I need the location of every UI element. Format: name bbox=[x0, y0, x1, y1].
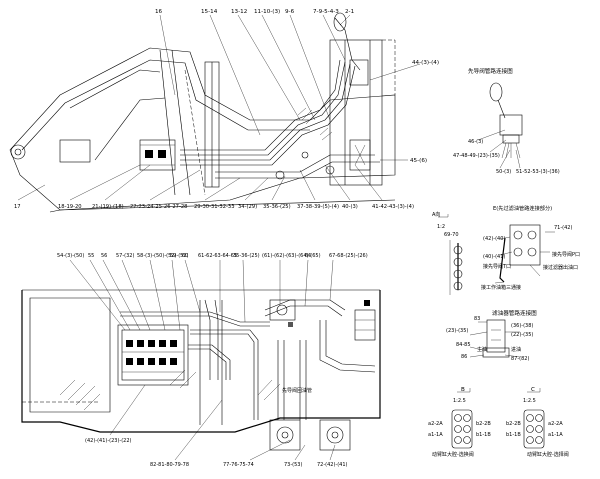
callout: 35-36-(25) bbox=[263, 204, 291, 210]
view-b-caption: 动臂缸大腔-选换阀 bbox=[432, 451, 474, 458]
view-c-right: a1-1A bbox=[548, 432, 563, 438]
view-c-scale: 1:2.5 bbox=[523, 398, 536, 404]
e-label: 接先导阀P口 bbox=[552, 251, 580, 258]
view-c-title: C bbox=[531, 387, 535, 393]
view-a: A向 1:2 69-70 bbox=[432, 211, 463, 295]
view-c: C 1:2.5 b2-2B b1-1B a2-2A a1-1A 动臂缸大腔-选择… bbox=[506, 387, 569, 458]
callout: 15-14 bbox=[201, 9, 218, 15]
view-c-left: b1-1B bbox=[506, 432, 521, 438]
callout: 34-(29) bbox=[238, 204, 257, 210]
callout: 82-81-80-79-78 bbox=[150, 462, 189, 468]
view-b-left: a1-1A bbox=[428, 432, 443, 438]
callout: 18-19-20 bbox=[58, 204, 82, 210]
callout: 21-(19)-(18) bbox=[92, 204, 124, 210]
top-bottom-callouts: 17 18-19-20 21-(19)-(18) 22-23-24-25-26-… bbox=[14, 204, 414, 210]
filter-label: 86 bbox=[461, 354, 467, 360]
callout: 60 bbox=[182, 253, 188, 259]
e-label: 接先导阀T口 bbox=[483, 263, 511, 270]
filter-label: 进油 bbox=[511, 346, 521, 353]
filter-label: 84-85 bbox=[456, 342, 471, 348]
top-assembly bbox=[9, 12, 396, 213]
pilot-valve-detail: 先导阀管路连接图 46-(3) 47-48-49-(23)-(35) 50-(3… bbox=[453, 67, 560, 175]
e-label: 接过滤器出油口 bbox=[543, 264, 578, 271]
view-c-caption: 动臂缸大腔-选择阀 bbox=[527, 451, 569, 458]
filter-detail: 滤油器管路连接图 83 (23)-(35) (36)-(38) (22)-(35… bbox=[446, 309, 537, 362]
callout: 35-36-(25) bbox=[233, 253, 260, 259]
view-b-title: B bbox=[461, 387, 465, 393]
callout: 2-1 bbox=[345, 9, 355, 15]
callout: 61-62-63-64-65 bbox=[198, 253, 237, 259]
callout: 73-(53) bbox=[284, 462, 302, 468]
bottom-assembly bbox=[21, 289, 381, 451]
callout: 54-(3)-(50) bbox=[57, 253, 84, 259]
view-b-left: a2-2A bbox=[428, 421, 443, 427]
pilot-label: 46-(3) bbox=[468, 139, 483, 145]
bottom-bottom-callouts: (42)-(41)-(23)-(22) 82-81-80-79-78 77-76… bbox=[85, 387, 348, 468]
view-b: B 1:2.5 a2-2A a1-1A b2-2B b1-1B 动臂缸大腔-选换… bbox=[428, 387, 491, 458]
filter-label: 87-(82) bbox=[511, 356, 529, 362]
callout: 57-(32) bbox=[116, 253, 134, 259]
filter-label: 83 bbox=[474, 316, 480, 322]
e-label: 71-(42) bbox=[554, 225, 572, 231]
callout: 66 bbox=[305, 253, 311, 259]
callout: 37-38-39-(5)-(4) bbox=[297, 204, 339, 210]
view-a-callout: 69-70 bbox=[444, 232, 459, 238]
callout: 13-12 bbox=[231, 9, 247, 15]
filter-title: 滤油器管路连接图 bbox=[492, 309, 537, 317]
callout: 45-(6) bbox=[410, 158, 427, 164]
top-leaders bbox=[17, 14, 421, 201]
callout: 11-10-(3) bbox=[254, 9, 280, 15]
e-view-title: E(先过滤油管路连接部分) bbox=[493, 204, 552, 212]
view-e: E(先过滤油管路连接部分) (42)-(40) 71-(42) (40)-(41… bbox=[481, 204, 580, 291]
view-b-right: b1-1B bbox=[476, 432, 491, 438]
filter-label: (23)-(35) bbox=[446, 328, 468, 334]
bottom-callouts: 54-(3)-(50) 55 56 57-(32) 58-(3)-(50)-(5… bbox=[57, 253, 368, 259]
e-label: 接工作油箱三通接 bbox=[481, 284, 521, 291]
callout: 55 bbox=[88, 253, 94, 259]
callout: 77-76-75-74 bbox=[223, 462, 254, 468]
bottom-note: 先导阀回油管 bbox=[282, 387, 312, 394]
view-c-left: b2-2B bbox=[506, 421, 521, 427]
bottom-leaders bbox=[69, 259, 336, 461]
view-a-label: A向 bbox=[432, 211, 440, 218]
pilot-label: 47-48-49-(23)-(35) bbox=[453, 153, 500, 159]
callout: 58-(3)-(50)-(52)-(53) bbox=[137, 253, 189, 259]
top-callouts: 16 15-14 13-12 11-10-(3) 9-6 7-9-5-4-3 2… bbox=[155, 9, 439, 164]
filter-label: (36)-(38) bbox=[511, 323, 533, 329]
callout: 44-(3)-(4) bbox=[412, 60, 439, 66]
pilot-valve-title: 先导阀管路连接图 bbox=[468, 67, 513, 75]
callout: 67-68-(25)-(26) bbox=[329, 253, 368, 259]
pilot-label: 51-52-53-(3)-(36) bbox=[516, 169, 560, 175]
filter-label: (22)-(35) bbox=[511, 332, 533, 338]
pilot-label: 50-(3) bbox=[496, 169, 511, 175]
callout: 16 bbox=[155, 9, 163, 15]
callout: 17 bbox=[14, 204, 21, 210]
callout: 7-9-5-4-3 bbox=[313, 9, 339, 15]
filter-label: 主油 bbox=[477, 346, 487, 353]
view-c-right: a2-2A bbox=[548, 421, 563, 427]
callout: (61)-(62)-(63)-(64)-(65) bbox=[262, 253, 321, 259]
view-b-scale: 1:2.5 bbox=[453, 398, 466, 404]
callout: (42)-(41)-(23)-(22) bbox=[85, 438, 132, 444]
callout: 41-42-43-(3)-(4) bbox=[372, 204, 414, 210]
callout: 9-6 bbox=[285, 9, 295, 15]
view-b-right: b2-2B bbox=[476, 421, 491, 427]
view-a-scale: 1:2 bbox=[437, 224, 445, 230]
callout: 72-(42)-(41) bbox=[317, 462, 348, 468]
callout: 59 bbox=[170, 253, 176, 259]
callout: 29-30-31-32-33 bbox=[194, 204, 235, 210]
e-label: (42)-(40) bbox=[483, 236, 505, 242]
e-label: (40)-(41) bbox=[483, 254, 505, 260]
callout: 22-23-24-25-26-27-28 bbox=[130, 204, 187, 210]
callout: 40-(3) bbox=[342, 204, 358, 210]
callout: 56 bbox=[101, 253, 107, 259]
